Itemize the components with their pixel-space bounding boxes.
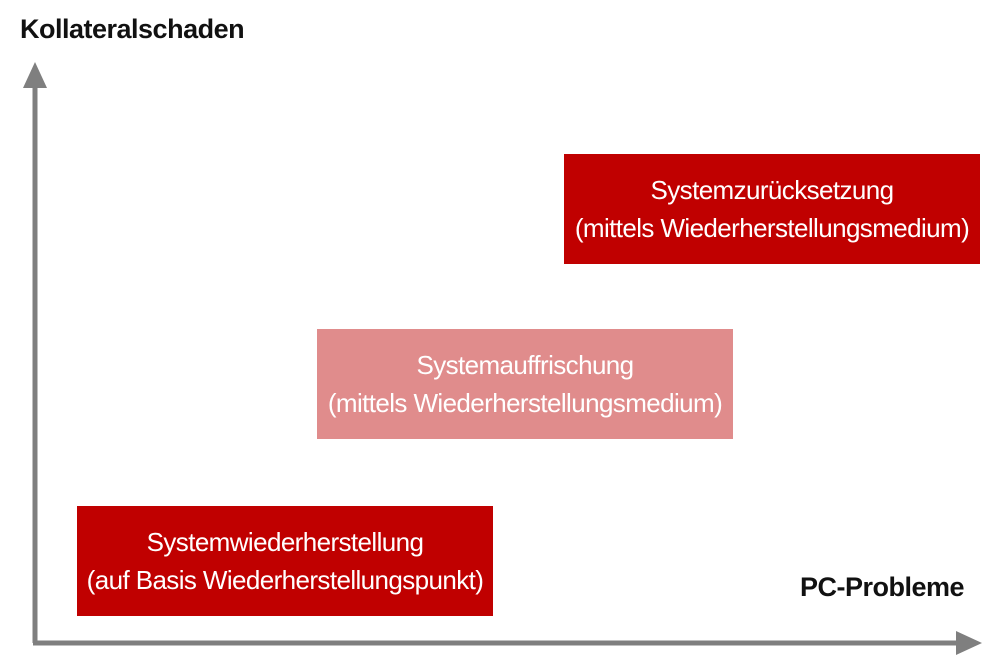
box-subtitle: (auf Basis Wiederherstellungspunkt) xyxy=(86,565,484,595)
y-axis-label: Kollateralschaden xyxy=(20,14,245,44)
y-axis-arrowhead xyxy=(23,62,47,88)
x-axis-label: PC-Probleme xyxy=(799,572,965,602)
box-systemauffrischung: Systemauffrischung (mittels Wiederherste… xyxy=(317,329,733,439)
box-subtitle: (mittels Wiederherstellungsmedium) xyxy=(574,213,970,243)
x-axis-arrowhead xyxy=(956,631,982,655)
box-systemwiederherstellung: Systemwiederherstellung (auf Basis Wiede… xyxy=(77,506,493,616)
box-title: Systemauffrischung xyxy=(416,350,634,380)
box-systemzuruecksetzung: Systemzurücksetzung (mittels Wiederherst… xyxy=(564,154,980,264)
box-subtitle: (mittels Wiederherstellungsmedium) xyxy=(327,388,723,418)
box-title: Systemzurücksetzung xyxy=(650,175,895,205)
box-title: Systemwiederherstellung xyxy=(146,527,424,557)
